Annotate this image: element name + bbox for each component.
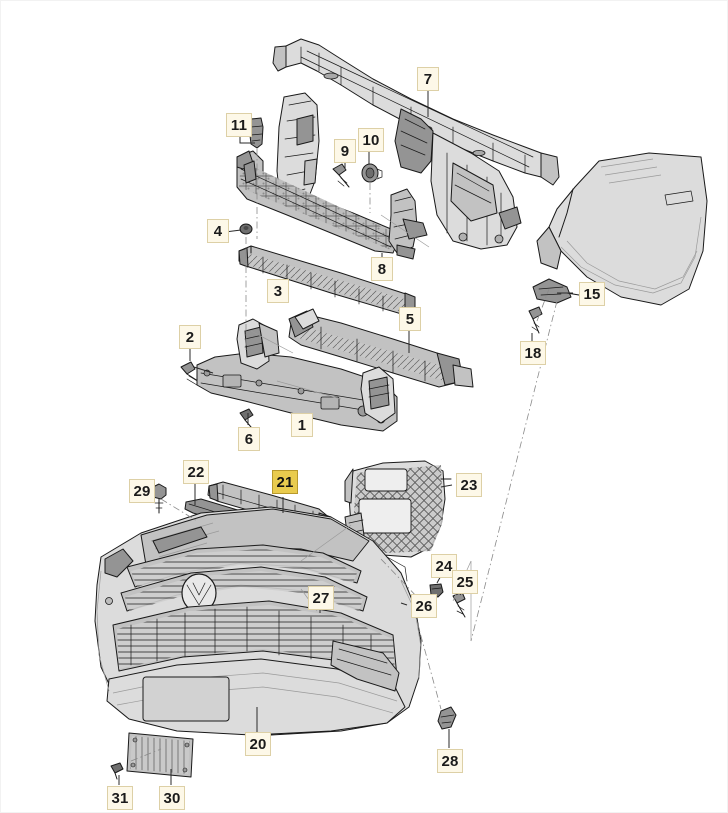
callout-11[interactable]: 11: [226, 113, 252, 137]
callout-31[interactable]: 31: [107, 786, 133, 810]
callout-label: 6: [244, 430, 254, 448]
callout-label: 20: [249, 735, 267, 753]
callout-25[interactable]: 25: [452, 570, 478, 594]
callout-label: 11: [230, 116, 248, 134]
part-screw-9: [332, 163, 350, 188]
part-lower-air-guide-panel: [238, 245, 416, 316]
callout-label: 2: [185, 328, 195, 346]
part-grommet-cap: [361, 163, 383, 183]
callout-label: 8: [377, 260, 387, 278]
callout-30[interactable]: 30: [159, 786, 185, 810]
callout-label: 10: [362, 131, 380, 149]
callout-23[interactable]: 23: [456, 473, 482, 497]
callout-label: 18: [524, 344, 542, 362]
callout-28[interactable]: 28: [437, 749, 463, 773]
part-impact-absorber-beam: [236, 150, 428, 260]
part-nut-24: [429, 583, 444, 598]
callout-label: 31: [111, 789, 129, 807]
part-bumper-carrier-crossmember: [196, 318, 398, 432]
callout-7[interactable]: 7: [417, 67, 439, 91]
callout-label: 28: [441, 752, 459, 770]
callout-10[interactable]: 10: [358, 128, 384, 152]
callout-label: 29: [133, 482, 151, 500]
part-lock-carrier-upper-rail: [272, 38, 560, 250]
callout-label: 22: [187, 463, 205, 481]
callout-26[interactable]: 26: [411, 594, 437, 618]
callout-label: 21: [276, 473, 294, 491]
callout-label: 1: [297, 416, 307, 434]
callout-label: 9: [340, 142, 350, 160]
part-tapping-screw-25: [452, 591, 466, 618]
part-upper-crossmember-reinforcement: [288, 308, 474, 388]
callout-21[interactable]: 21: [272, 470, 298, 494]
callout-3[interactable]: 3: [267, 279, 289, 303]
part-screw-18: [528, 306, 543, 334]
callout-label: 5: [405, 310, 415, 328]
callout-9[interactable]: 9: [334, 139, 356, 163]
callout-4[interactable]: 4: [207, 219, 229, 243]
callout-18[interactable]: 18: [520, 341, 546, 365]
callout-8[interactable]: 8: [371, 257, 393, 281]
part-fender-bracket-15: [532, 278, 580, 304]
callout-label: 27: [312, 589, 330, 607]
callout-label: 23: [460, 476, 478, 494]
callout-label: 24: [435, 557, 453, 575]
callout-label: 25: [456, 573, 474, 591]
callout-1[interactable]: 1: [291, 413, 313, 437]
callout-label: 30: [163, 789, 181, 807]
callout-label: 7: [423, 70, 433, 88]
part-screw-31: [110, 762, 124, 780]
part-licence-plate-holder: [126, 732, 194, 778]
callout-2[interactable]: 2: [179, 325, 201, 349]
callout-6[interactable]: 6: [238, 427, 260, 451]
callout-5[interactable]: 5: [399, 307, 421, 331]
callout-29[interactable]: 29: [129, 479, 155, 503]
part-clip-28: [437, 706, 457, 730]
part-nut-4: [239, 223, 253, 235]
callout-label: 26: [415, 597, 433, 615]
callout-27[interactable]: 27: [308, 586, 334, 610]
part-front-wing-fender: [536, 152, 708, 306]
callout-label: 4: [213, 222, 223, 240]
part-front-bumper-cover: [94, 506, 422, 736]
callout-22[interactable]: 22: [183, 460, 209, 484]
callout-20[interactable]: 20: [245, 732, 271, 756]
callout-15[interactable]: 15: [579, 282, 605, 306]
callout-label: 15: [583, 285, 601, 303]
callout-label: 3: [273, 282, 283, 300]
part-stud-bolt-6: [239, 408, 254, 428]
